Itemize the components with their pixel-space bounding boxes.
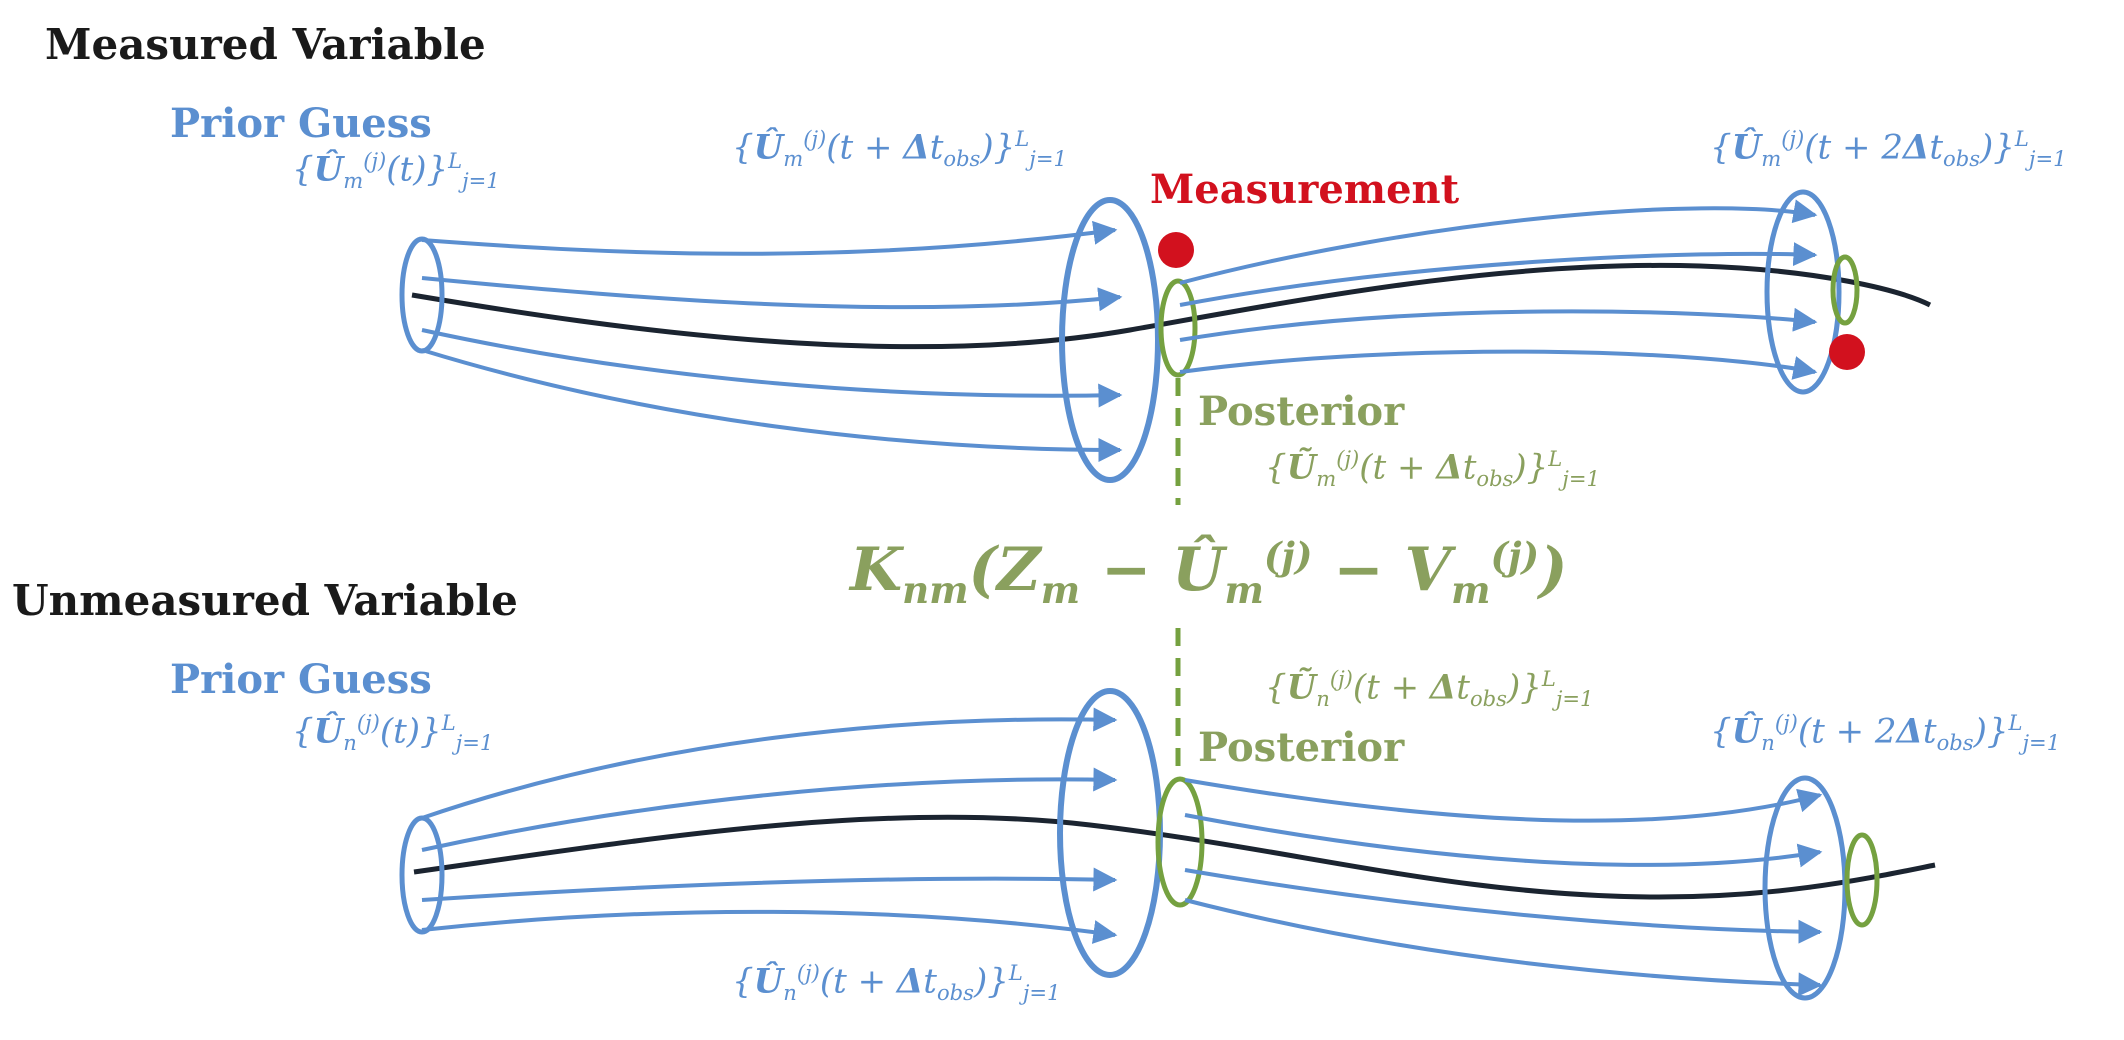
unmeasured-posterior-ensemble-t-2dt [1844, 832, 1880, 928]
measured-forecast-arrows-1 [421, 220, 1123, 462]
measurement-point-1 [1158, 232, 1194, 268]
measured-prior-ensemble-t-label: {Ûm(j)(t)}Lj=1 [292, 148, 500, 194]
measured-posterior-ensemble [1158, 278, 1198, 378]
measured-forecast-arrows-2 [1179, 199, 1818, 380]
unmeasured-forecast-arrows-1 [421, 707, 1118, 944]
measured-posterior-ensemble-t-2dt [1830, 254, 1860, 326]
measured-prior-label: Prior Guess [170, 100, 432, 147]
unmeasured-prior-label: Prior Guess [170, 656, 432, 703]
kalman-update-formula: Knm(Zm − Ûm(j) − Vm(j)) [850, 534, 1568, 612]
unmeasured-posterior-ensemble-label: {Ũn(j)(t + Δtobs)}Lj=1 [1265, 666, 1594, 712]
unmeasured-prior-ensemble-t [399, 815, 445, 935]
unmeasured-forecast-t-dt-label: {Ûn(j)(t + Δtobs)}Lj=1 [732, 960, 1061, 1006]
measured-variable-title: Measured Variable [45, 20, 486, 69]
unmeasured-forecast-t-2dt-label: {Ûn(j)(t + 2Δtobs)}Lj=1 [1710, 710, 2061, 756]
measured-prior-ensemble-t-2dt [1764, 189, 1842, 395]
unmeasured-variable-title: Unmeasured Variable [12, 576, 518, 625]
unmeasured-posterior-ensemble [1155, 776, 1205, 908]
unmeasured-forecast-arrows-2 [1184, 778, 1823, 997]
measured-forecast-t-dt-label: {Ûm(j)(t + Δtobs)}Lj=1 [732, 126, 1067, 172]
measured-posterior-ensemble-label: {Ũm(j)(t + Δtobs)}Lj=1 [1265, 446, 1600, 492]
measured-posterior-label: Posterior [1198, 388, 1405, 435]
measurement-point-2 [1829, 334, 1865, 370]
unmeasured-prior-ensemble-t-label: {Ûn(j)(t)}Lj=1 [292, 710, 494, 756]
unmeasured-truth-trajectory [413, 814, 1936, 900]
measured-prior-ensemble-t-dt [1059, 197, 1161, 483]
measurement-label: Measurement [1150, 166, 1460, 213]
measured-truth-trajectory [411, 262, 1932, 350]
measured-forecast-t-2dt-label: {Ûm(j)(t + 2Δtobs)}Lj=1 [1710, 126, 2067, 172]
unmeasured-posterior-label: Posterior [1198, 724, 1405, 771]
